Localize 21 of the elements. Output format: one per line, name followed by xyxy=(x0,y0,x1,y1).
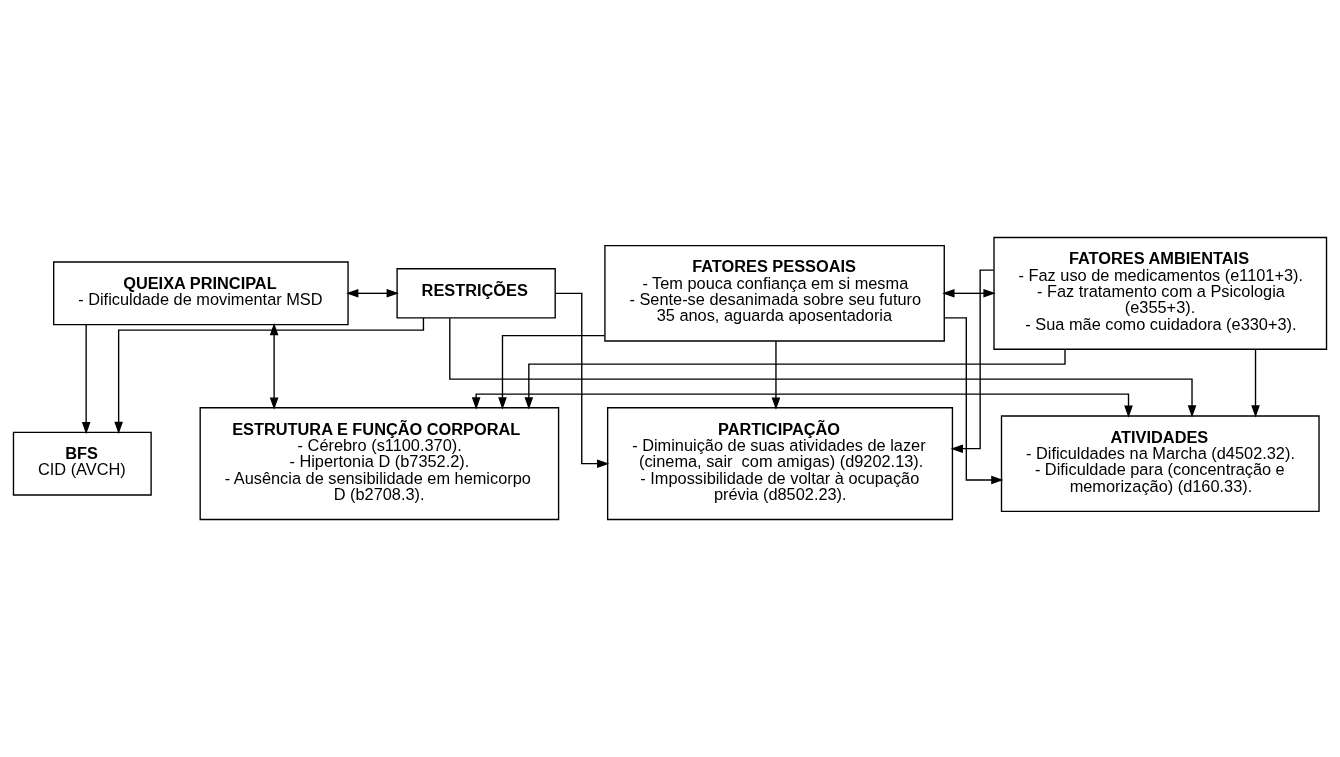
node-box: FATORES PESSOAIS - Tem pouca confiança em si mesma - Sente-se desanimada sobre seu futuro 35 anos, aguarda aposentadoria xyxy=(604,244,945,342)
arrow xyxy=(942,289,996,298)
arrow xyxy=(498,334,606,410)
node-box: ESTRUTURA E FUNÇÃO CORPORAL - Cérebro (s1100.370). - Hipertonia D (b7352.2). - Ausência de sensibilidade em hemicorpo D (b2708.3). xyxy=(199,407,560,521)
arrow xyxy=(950,269,995,453)
arrow xyxy=(771,340,781,410)
arrow xyxy=(471,393,1133,418)
node-box: RESTRIÇÕES xyxy=(396,268,556,319)
arrow xyxy=(943,317,1004,485)
node-box: FATORES AMBIENTAIS - Faz uso de medicamentos (e1101+3). - Faz tratamento com a Psicologia (e355+3). - Sua mãe como cuidadora (e330+3). xyxy=(993,236,1328,350)
node-box: ATIVIDADES - Dificuldades na Marcha (d4502.32). - Dificuldade para (concentração e memorização) (d160.33). xyxy=(1000,415,1320,513)
node-box: BFS CID (AVCH) xyxy=(12,431,152,496)
arrow xyxy=(346,289,399,298)
arrow xyxy=(81,324,91,435)
arrow xyxy=(449,317,1197,418)
arrow xyxy=(1251,348,1260,418)
node-box: QUEIXA PRINCIPAL - Dificuldade de movimentar MSD xyxy=(53,261,349,326)
node-box: PARTICIPAÇÃO - Diminuição de suas atividades de lazer (cinema, sair com amigas) (d9202.13). - Impossibilidade de voltar à ocupação prévia (d8502.23). xyxy=(606,407,954,521)
arrow xyxy=(554,292,610,468)
arrow xyxy=(114,317,425,435)
arrow xyxy=(524,348,1066,410)
